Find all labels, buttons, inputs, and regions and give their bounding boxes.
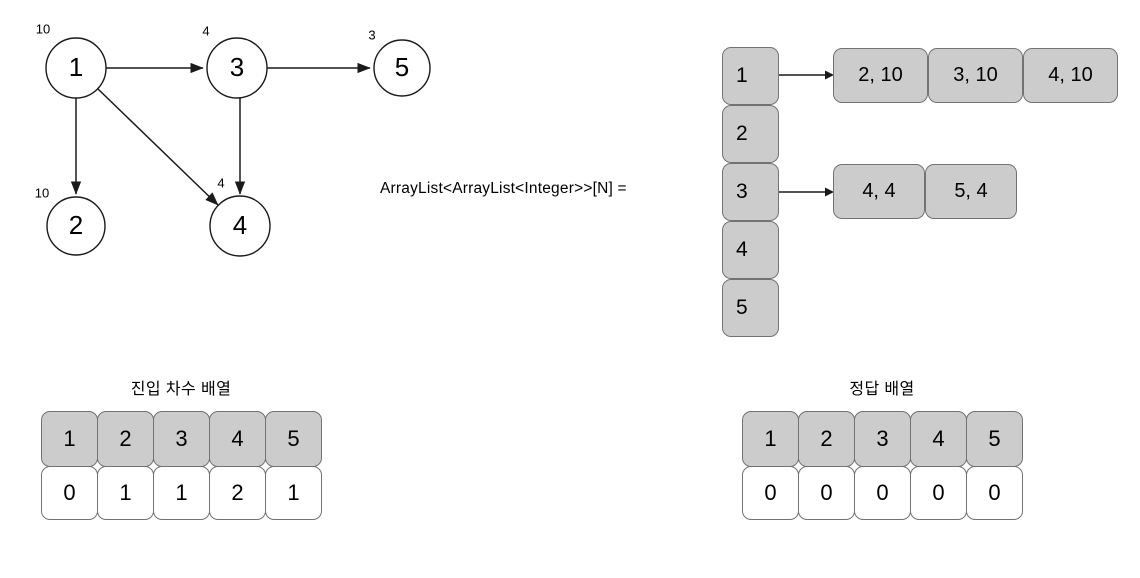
adjacency-index-column: 1 2 3 4 5 (722, 47, 779, 337)
adjacency-entry[interactable]: 5, 4 (925, 164, 1017, 219)
adjacency-row-1: 2, 10 3, 10 4, 10 (833, 48, 1118, 103)
adjacency-entry[interactable]: 3, 10 (928, 48, 1023, 103)
adjacency-index-4[interactable]: 4 (722, 221, 779, 279)
graph-node-4-label: 4 (233, 210, 247, 240)
indegree-header-cell: 4 (209, 411, 266, 467)
graph-node-4-weight: 4 (217, 175, 224, 190)
graph-node-4 (209, 195, 271, 257)
answer-value-cell[interactable]: 0 (742, 466, 799, 520)
adjacency-index-5[interactable]: 5 (722, 279, 779, 337)
adjacency-arrow-row-3 (779, 186, 835, 198)
adjacency-row-3: 4, 4 5, 4 (833, 164, 1017, 219)
graph-node-3-label: 3 (230, 52, 244, 82)
answer-header-cell: 1 (742, 411, 799, 467)
edge-1-to-4 (97, 88, 219, 206)
adjacency-arrow-row-1 (779, 69, 835, 81)
adjacency-index-3[interactable]: 3 (722, 163, 779, 221)
type-declaration-caption: ArrayList<ArrayList<Integer>>[N] = (380, 180, 627, 197)
graph-edges (70, 62, 371, 206)
graph-node-1-weight: 10 (36, 21, 50, 36)
indegree-header-cell: 5 (265, 411, 322, 467)
adjacency-entry[interactable]: 4, 10 (1023, 48, 1118, 103)
indegree-array-value-row: 0 1 1 2 1 (41, 466, 322, 520)
indegree-value-cell[interactable]: 0 (41, 466, 98, 520)
adjacency-entry[interactable]: 2, 10 (833, 48, 928, 103)
graph-node-2 (46, 196, 106, 256)
answer-value-cell[interactable]: 0 (854, 466, 911, 520)
indegree-array-title: 진입 차수 배열 (130, 381, 232, 398)
directed-graph: 1 10 3 4 5 3 2 10 4 4 (35, 21, 431, 257)
answer-array-value-row: 0 0 0 0 0 (742, 466, 1023, 520)
indegree-header-cell: 3 (153, 411, 210, 467)
answer-value-cell[interactable]: 0 (966, 466, 1023, 520)
graph-node-5-label: 5 (395, 52, 409, 82)
indegree-header-cell: 2 (97, 411, 154, 467)
graph-node-3-weight: 4 (202, 23, 209, 38)
answer-array-header-row: 1 2 3 4 5 (742, 411, 1023, 467)
graph-node-5-weight: 3 (368, 27, 375, 42)
answer-header-cell: 3 (854, 411, 911, 467)
graph-node-2-label: 2 (69, 210, 83, 240)
graph-nodes: 1 10 3 4 5 3 2 10 4 4 (35, 21, 431, 257)
answer-value-cell[interactable]: 0 (910, 466, 967, 520)
indegree-header-cell: 1 (41, 411, 98, 467)
adjacency-entry[interactable]: 4, 4 (833, 164, 925, 219)
answer-header-cell: 4 (910, 411, 967, 467)
answer-header-cell: 2 (798, 411, 855, 467)
answer-value-cell[interactable]: 0 (798, 466, 855, 520)
indegree-array-header-row: 1 2 3 4 5 (41, 411, 322, 467)
indegree-value-cell[interactable]: 2 (209, 466, 266, 520)
graph-node-2-weight: 10 (35, 185, 49, 200)
graph-node-1 (45, 37, 107, 99)
answer-header-cell: 5 (966, 411, 1023, 467)
graph-node-5 (373, 39, 431, 97)
indegree-array: 진입 차수 배열 1 2 3 4 5 0 1 1 2 1 (41, 375, 322, 520)
indegree-value-cell[interactable]: 1 (153, 466, 210, 520)
graph-node-1-label: 1 (69, 52, 83, 82)
indegree-value-cell[interactable]: 1 (265, 466, 322, 520)
indegree-value-cell[interactable]: 1 (97, 466, 154, 520)
answer-array: 정답 배열 1 2 3 4 5 0 0 0 0 0 (742, 375, 1023, 520)
adjacency-list: 1 2 3 4 5 2, 10 3, 10 4, 10 4, 4 5, 4 (722, 47, 1122, 347)
adjacency-index-1[interactable]: 1 (722, 47, 779, 105)
answer-array-title: 정답 배열 (849, 381, 915, 398)
graph-node-3 (206, 37, 268, 99)
adjacency-index-2[interactable]: 2 (722, 105, 779, 163)
